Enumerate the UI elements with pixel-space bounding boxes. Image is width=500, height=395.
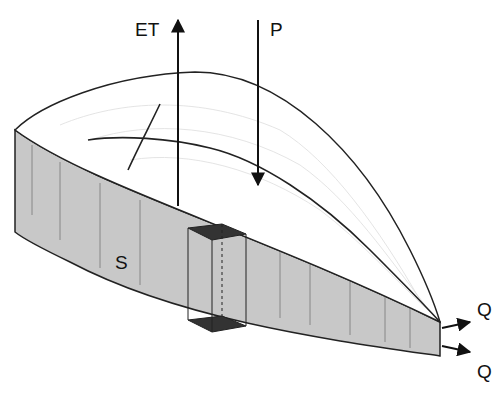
catchment-surface	[15, 72, 440, 322]
flux-label: Q	[477, 300, 492, 319]
contour-lines	[60, 105, 430, 312]
q-arrow	[442, 322, 470, 328]
stream-network	[88, 104, 440, 322]
soil-column	[188, 224, 246, 332]
p-arrow	[257, 20, 259, 185]
q-arrow	[442, 346, 470, 352]
flux-label: ET	[135, 20, 159, 39]
flux-label: P	[270, 20, 283, 39]
et-arrow	[177, 20, 179, 206]
storage-label: S	[115, 253, 128, 272]
flux-label: Q	[477, 362, 492, 381]
